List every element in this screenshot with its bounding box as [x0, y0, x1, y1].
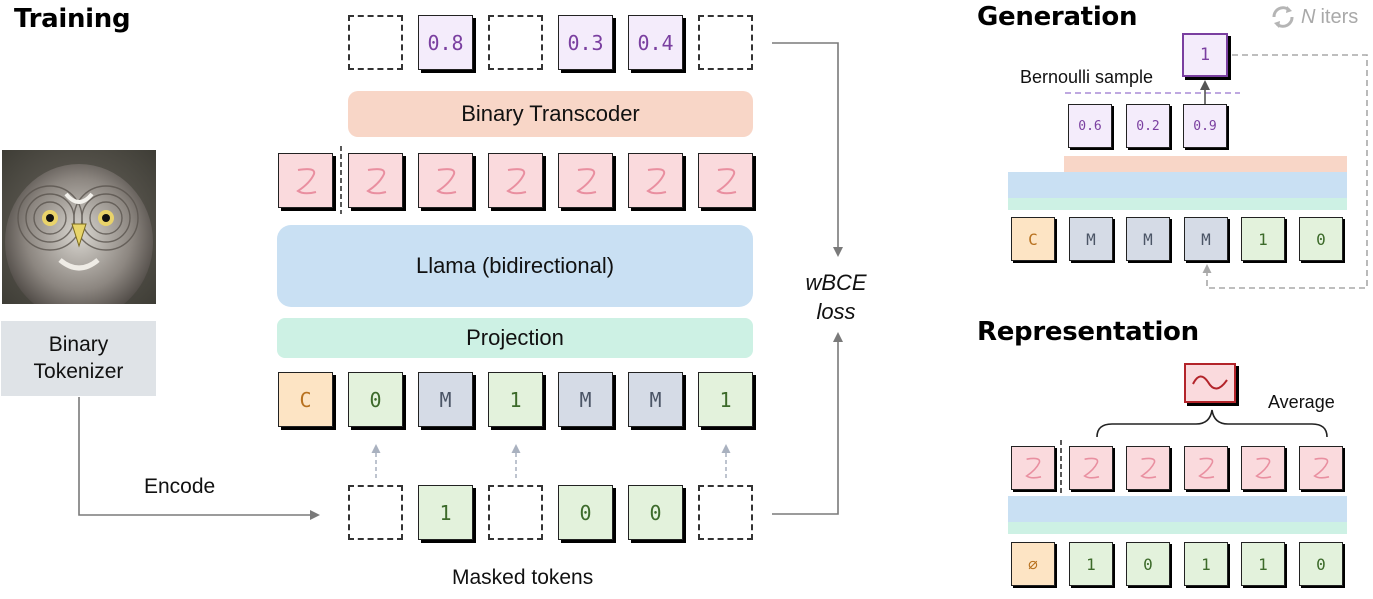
binary-token: 1 [488, 372, 543, 427]
iters-indicator: N iters [1270, 5, 1358, 29]
generation-mask-token: M [1184, 217, 1228, 261]
output-token-empty [698, 15, 753, 70]
loss-label-line-2: loss [816, 299, 856, 324]
hidden-state-token [278, 153, 333, 208]
generation-binary-token: 0 [1299, 217, 1343, 261]
representation-binary-token: 1 [1069, 542, 1113, 586]
binary-tokenizer-box: Binary Tokenizer [1, 321, 156, 396]
representation-hidden-token [1011, 446, 1055, 490]
binary-token: 1 [698, 372, 753, 427]
mask-token: M [418, 372, 473, 427]
projection-block: Projection [277, 318, 753, 358]
owl-image [2, 150, 156, 320]
hidden-state-token [698, 153, 753, 208]
binary-transcoder-label: Binary Transcoder [461, 101, 640, 126]
binary-token: 0 [348, 372, 403, 427]
masked-tokens-label: Masked tokens [452, 566, 594, 589]
binary-tokenizer-label: Binary Tokenizer [33, 333, 124, 383]
iteration-loop-arrow [1202, 54, 1368, 289]
output-to-loss-arrow [772, 42, 843, 257]
training-title: Training [14, 4, 131, 34]
output-probability-token: 0.4 [628, 15, 683, 70]
masked-token-empty [488, 485, 543, 540]
average-embedding-token [1184, 363, 1236, 403]
encode-label: Encode [144, 475, 216, 498]
generation-projection-strip [1008, 198, 1347, 210]
generation-binary-token: 1 [1241, 217, 1285, 261]
generation-llama-strip [1008, 172, 1347, 198]
representation-binary-token: 0 [1126, 542, 1170, 586]
llama-block: Llama (bidirectional) [277, 225, 753, 307]
output-token-empty [488, 15, 543, 70]
representation-binary-token: 0 [1299, 542, 1343, 586]
hidden-state-token [628, 153, 683, 208]
generation-probability-token: 0.9 [1183, 104, 1227, 148]
average-label: Average [1268, 392, 1335, 412]
iters-n: N [1301, 5, 1316, 28]
generation-transcoder-strip [1064, 156, 1347, 172]
representation-title: Representation [977, 317, 1199, 347]
output-probability-token: 0.3 [558, 15, 613, 70]
masked-token-empty [348, 485, 403, 540]
condition-token: C [278, 372, 333, 427]
generation-probability-token: 0.2 [1126, 104, 1170, 148]
output-token-empty [348, 15, 403, 70]
wbce-loss-label: wBCE loss [796, 268, 876, 326]
mask-token: M [558, 372, 613, 427]
masked-token: 1 [418, 485, 473, 540]
hidden-state-token [418, 153, 473, 208]
llama-label: Llama (bidirectional) [415, 253, 615, 278]
masked-token: 0 [628, 485, 683, 540]
projection-label: Projection [466, 325, 564, 350]
masked-token: 0 [558, 485, 613, 540]
generation-probability-token: 0.6 [1068, 104, 1112, 148]
average-brace [1096, 409, 1328, 438]
encode-arrow [78, 397, 320, 520]
iters-label: iters [1320, 5, 1359, 28]
representation-projection-strip [1008, 522, 1347, 534]
generation-condition-token: C [1011, 217, 1055, 261]
representation-hidden-token [1299, 446, 1343, 490]
hidden-state-token [488, 153, 543, 208]
representation-null-token: ∅ [1011, 542, 1055, 586]
output-probability-token: 0.8 [418, 15, 473, 70]
loss-label-line-1: wBCE [805, 270, 867, 295]
representation-llama-strip [1008, 496, 1347, 522]
bernoulli-sample-label: Bernoulli sample [1020, 67, 1154, 87]
representation-hidden-token [1069, 446, 1113, 490]
representation-binary-token: 1 [1184, 542, 1228, 586]
sampled-token: 1 [1182, 33, 1228, 77]
generation-mask-token: M [1069, 217, 1113, 261]
mask-token: M [628, 372, 683, 427]
hidden-state-token [558, 153, 613, 208]
masked-token-empty [698, 485, 753, 540]
target-to-loss-arrow [772, 332, 843, 515]
representation-hidden-token [1184, 446, 1228, 490]
representation-hidden-token [1126, 446, 1170, 490]
refresh-icon [1270, 5, 1296, 29]
representation-binary-token: 1 [1241, 542, 1285, 586]
generation-mask-token: M [1126, 217, 1170, 261]
representation-hidden-token [1241, 446, 1285, 490]
binary-transcoder-block: Binary Transcoder [348, 91, 753, 137]
generation-title: Generation [977, 2, 1138, 32]
hidden-state-token [348, 153, 403, 208]
